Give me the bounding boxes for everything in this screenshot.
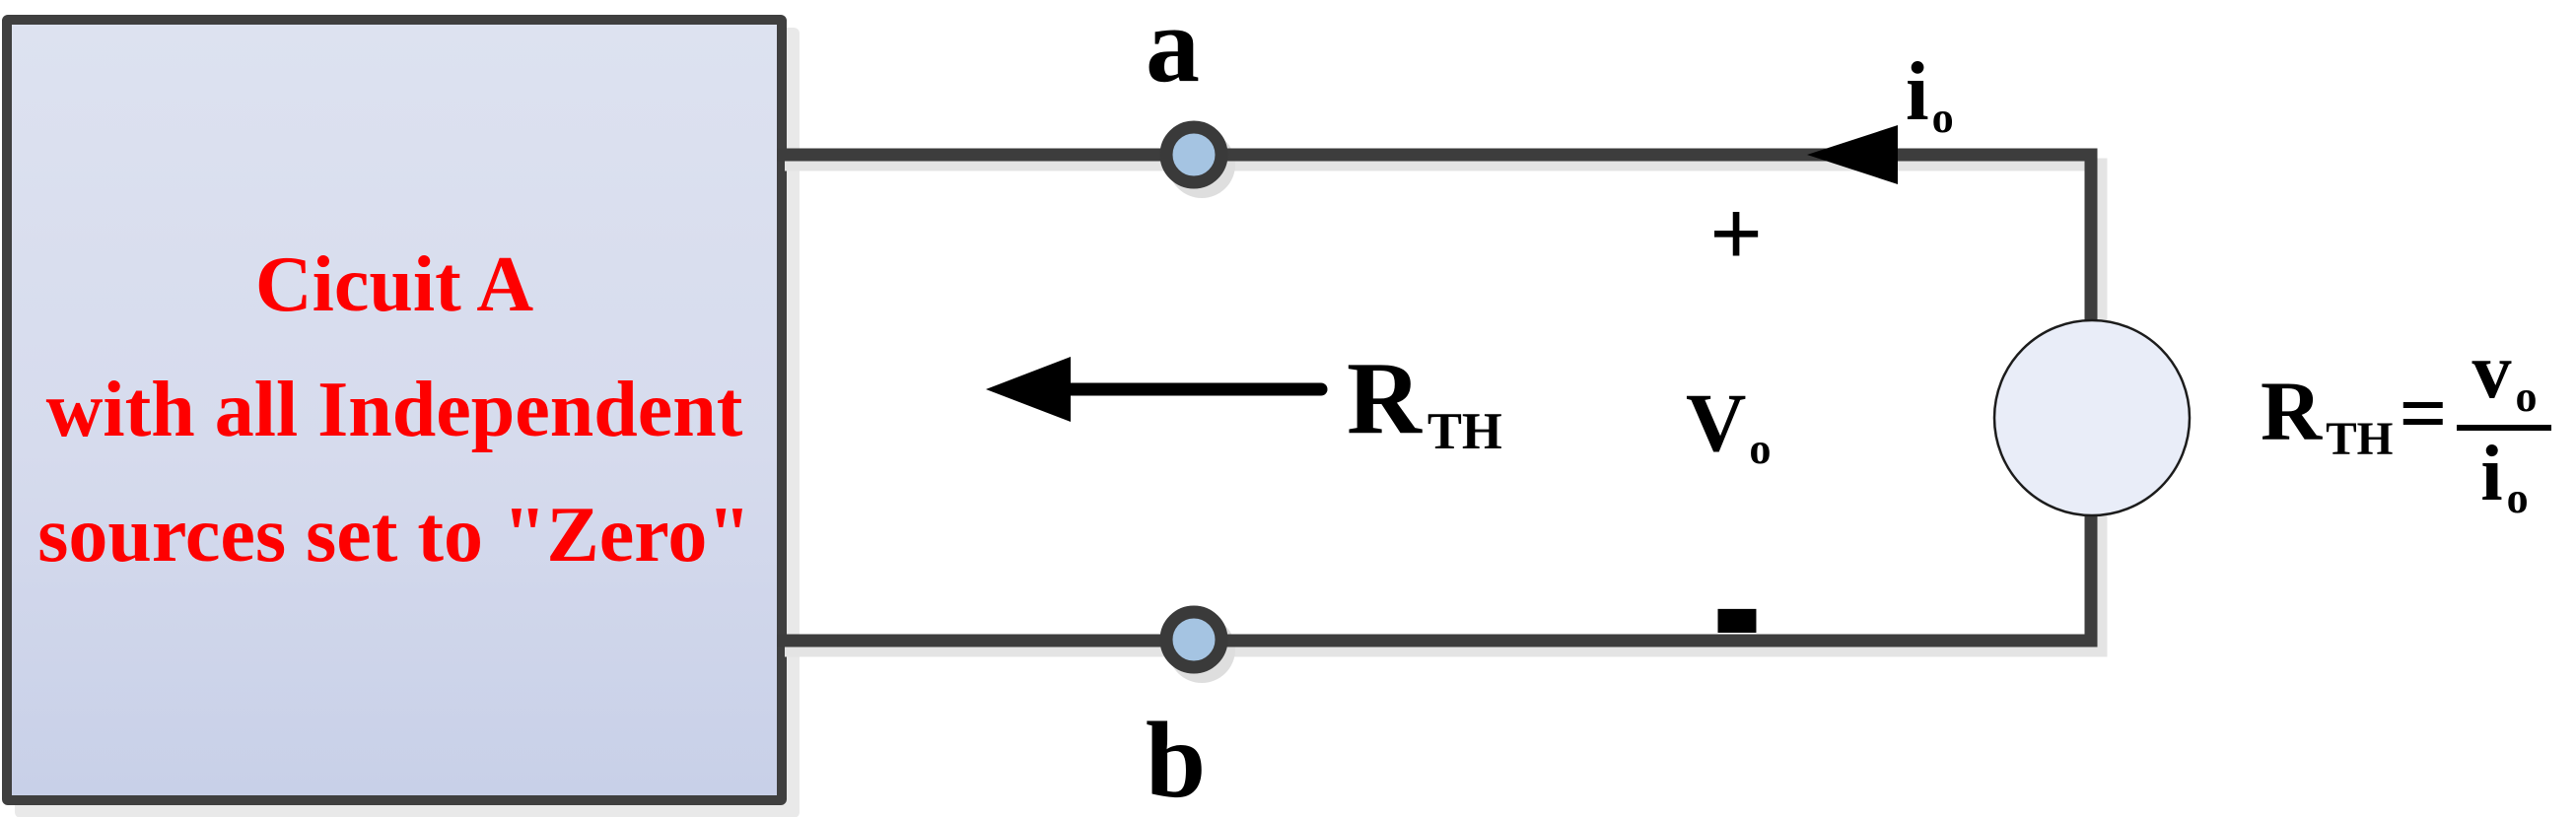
voltage-vo-base: V (1686, 376, 1747, 469)
fraction-bar (2457, 424, 2552, 431)
current-io-base: i (1906, 45, 1929, 138)
rth-formula: RTH = vo io (2261, 332, 2552, 520)
voltage-vo-label: Vo (1686, 381, 1771, 471)
terminal-b-node (1159, 605, 1228, 674)
formula-lhs: RTH (2261, 369, 2393, 463)
current-direction-arrow-icon (1807, 125, 1898, 184)
formula-denominator: io (2480, 435, 2528, 520)
terminal-a-node (1159, 120, 1228, 189)
plus-polarity-label: + (1709, 181, 1764, 286)
formula-numerator: vo (2472, 332, 2537, 418)
circuit-box-line-3: sources set to "Zero" (37, 491, 751, 579)
formula-numerator-subscript: o (2515, 372, 2538, 421)
test-source-circle (1992, 318, 2192, 517)
current-io-subscript: o (1931, 94, 1954, 143)
rth-base: R (1347, 340, 1422, 455)
formula-denominator-base: i (2480, 430, 2503, 517)
current-io-label: io (1906, 50, 1954, 140)
voltage-vo-subscript: o (1749, 425, 1772, 474)
terminal-b-label: b (1146, 700, 1207, 817)
formula-numerator-base: v (2472, 328, 2512, 416)
terminal-a-label: a (1146, 0, 1200, 104)
formula-equals-sign: = (2399, 365, 2448, 460)
minus-glyph: - (1712, 438, 1762, 749)
rth-arrow-head-icon (986, 357, 1071, 422)
formula-lhs-subscript: TH (2326, 414, 2394, 466)
minus-polarity-label: - (1712, 452, 1762, 733)
formula-lhs-base: R (2261, 364, 2323, 459)
rth-subscript: TH (1427, 402, 1502, 460)
circuit-box-line-2: with all Independent (45, 366, 743, 453)
formula-denominator-subscript: o (2506, 473, 2529, 522)
circuit-box-line-1: Cicuit A (254, 240, 534, 328)
formula-fraction: vo io (2457, 332, 2552, 520)
circuit-a-box: Cicuit A with all Independent sources se… (2, 15, 787, 805)
